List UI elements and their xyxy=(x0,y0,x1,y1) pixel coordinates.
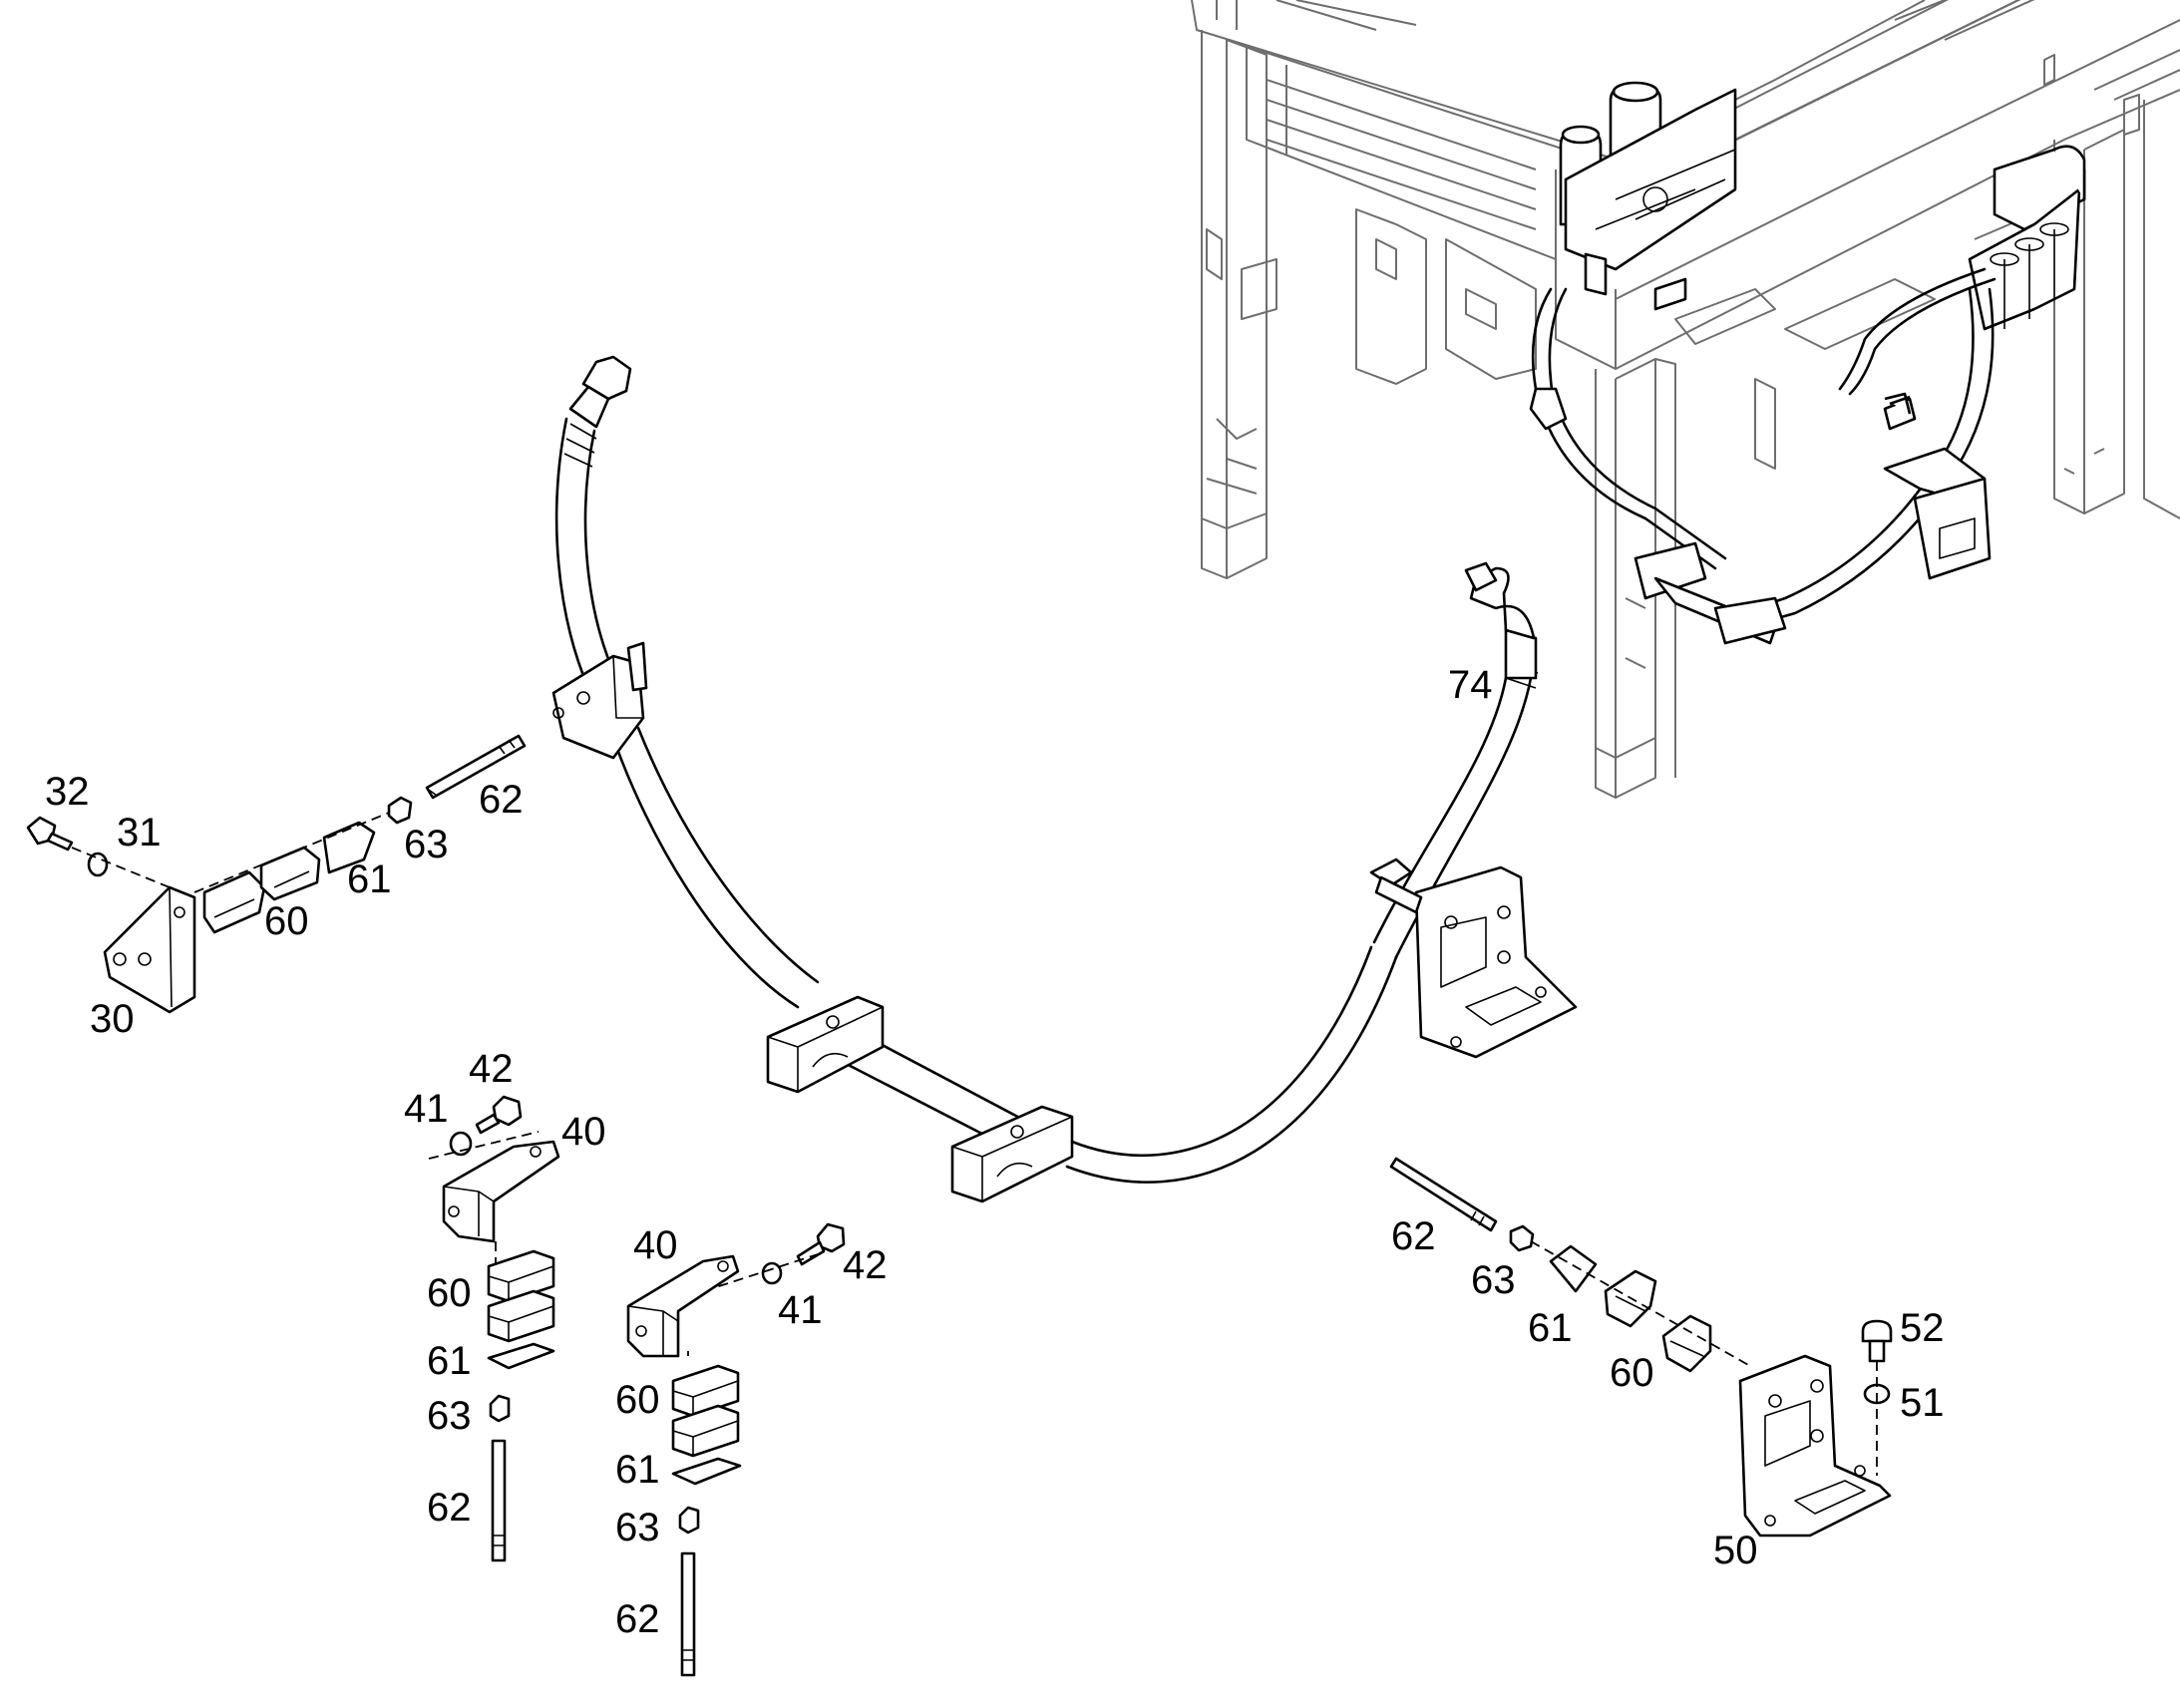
label-right-bracket: 50 xyxy=(1713,1529,1758,1572)
main-hose xyxy=(551,355,1578,1203)
label-clip2-nut: 63 xyxy=(615,1506,660,1549)
left-clamp-exploded xyxy=(26,734,527,1014)
part-labels: 74 32 31 60 61 63 62 30 42 41 40 60 61 6… xyxy=(45,663,1945,1641)
label-clip2-clamp-half: 60 xyxy=(615,1378,660,1422)
label-right-washer: 51 xyxy=(1900,1381,1945,1425)
machine-frame xyxy=(1191,0,2180,799)
label-right-clamp-plate: 61 xyxy=(1528,1306,1573,1350)
label-clip1-bolt: 42 xyxy=(469,1047,514,1091)
label-right-clamp-half: 60 xyxy=(1610,1351,1654,1395)
label-clip2-washer: 41 xyxy=(778,1288,823,1332)
label-clip1-washer: 41 xyxy=(404,1087,449,1131)
label-clip2-stud: 62 xyxy=(615,1597,660,1641)
label-right-stud: 62 xyxy=(1391,1214,1436,1258)
label-right-bolt: 52 xyxy=(1900,1306,1945,1350)
label-hose-74: 74 xyxy=(1448,663,1493,707)
label-left-washer: 31 xyxy=(117,811,162,854)
label-left-bracket: 30 xyxy=(90,997,135,1041)
label-clip1-nut: 63 xyxy=(427,1394,472,1438)
label-left-clamp-plate: 61 xyxy=(347,857,392,901)
label-clip1: 40 xyxy=(561,1110,606,1154)
label-left-stud: 62 xyxy=(479,778,524,822)
label-left-clamp-half: 60 xyxy=(264,899,309,943)
filter-assembly xyxy=(1529,81,2086,645)
label-clip2: 40 xyxy=(633,1223,678,1267)
label-left-nut: 63 xyxy=(404,823,449,866)
label-right-nut: 63 xyxy=(1471,1258,1516,1302)
upper-clip-set-middle xyxy=(626,1222,846,1677)
label-left-bolt: 32 xyxy=(45,770,90,814)
label-clip2-clamp-plate: 61 xyxy=(615,1448,660,1492)
label-clip1-clamp-half: 60 xyxy=(427,1271,472,1315)
label-clip1-stud: 62 xyxy=(427,1486,472,1530)
right-clamp-exploded xyxy=(1389,1157,1893,1537)
label-clip2-bolt: 42 xyxy=(843,1243,888,1287)
label-clip1-clamp-plate: 61 xyxy=(427,1339,472,1383)
upper-clip-set-left xyxy=(428,1095,560,1562)
